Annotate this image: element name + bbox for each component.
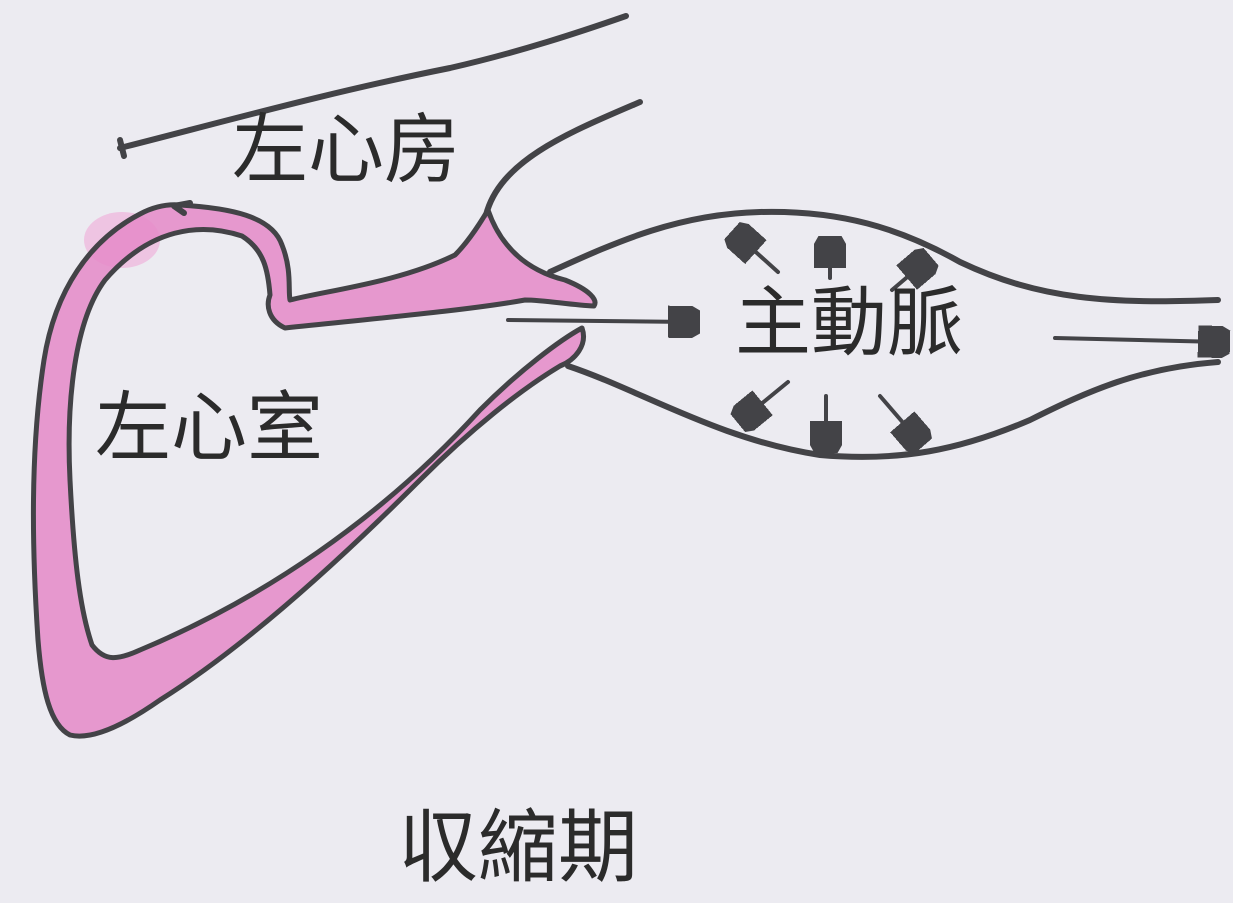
left-ventricle-label: 左心室 bbox=[95, 383, 323, 472]
ventricle-tip-mark bbox=[171, 200, 193, 216]
pressure-arrow bbox=[738, 236, 780, 274]
aorta-upper-wall bbox=[547, 208, 1221, 305]
atrium-upper-wall bbox=[117, 13, 629, 151]
aorta-label: 主動脈 bbox=[735, 278, 963, 367]
ventricle-wall bbox=[30, 202, 598, 739]
pressure-arrow bbox=[890, 262, 925, 292]
pressure-arrow bbox=[878, 394, 918, 440]
pressure-arrow bbox=[744, 380, 790, 418]
phase-label: 収縮期 bbox=[398, 801, 638, 894]
flow-arrow-outlet bbox=[1053, 338, 1222, 342]
atrium-upper-tick bbox=[117, 137, 127, 159]
left-atrium-label: 左心房 bbox=[232, 105, 460, 194]
flow-arrow-into-aorta bbox=[506, 320, 692, 322]
atrium-right-wall bbox=[483, 99, 643, 218]
